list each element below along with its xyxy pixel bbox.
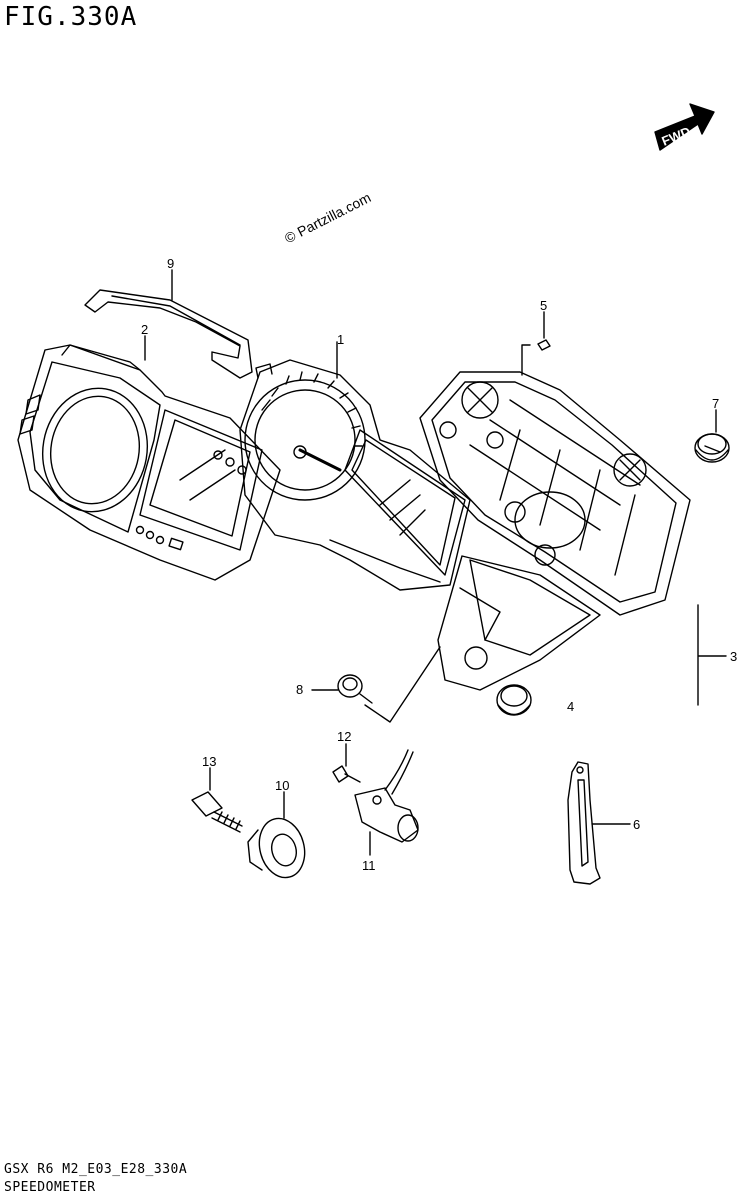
callout-13: 13 (202, 754, 216, 769)
part-6-bracket-strap (567, 761, 631, 885)
part-3-rear-case (419, 371, 691, 691)
model-code: GSX R6 M2_E03_E28_330A (4, 1162, 188, 1177)
part-13-bolt (191, 767, 243, 833)
part-12-screw (332, 743, 361, 783)
part-5-screw (521, 339, 551, 376)
part-7-grommet (694, 433, 730, 463)
callout-4: 4 (567, 699, 574, 714)
callout-1: 1 (337, 332, 344, 347)
callout-11: 11 (362, 858, 376, 873)
callout-5: 5 (540, 298, 547, 313)
part-4-grommet (496, 684, 532, 716)
part-3-leader (697, 604, 727, 706)
section-name: SPEEDOMETER (4, 1180, 96, 1195)
callout-9: 9 (167, 256, 174, 271)
callout-3: 3 (730, 649, 737, 664)
callout-2: 2 (141, 322, 148, 337)
callout-10: 10 (275, 778, 289, 793)
part-10-collar (247, 791, 306, 879)
part-8-bolt (337, 646, 441, 723)
callout-12: 12 (337, 729, 351, 744)
part-2-meter-cover (17, 344, 281, 581)
figure-title: FIG.330A (4, 2, 138, 32)
part-11-speed-sensor (354, 749, 419, 856)
callout-6: 6 (633, 817, 640, 832)
part-1-meter-assembly (239, 359, 471, 591)
callout-8: 8 (296, 682, 303, 697)
forward-direction-arrow-icon: FWD (654, 103, 715, 151)
callout-7: 7 (712, 396, 719, 411)
part-9-seal-strip (84, 289, 253, 379)
